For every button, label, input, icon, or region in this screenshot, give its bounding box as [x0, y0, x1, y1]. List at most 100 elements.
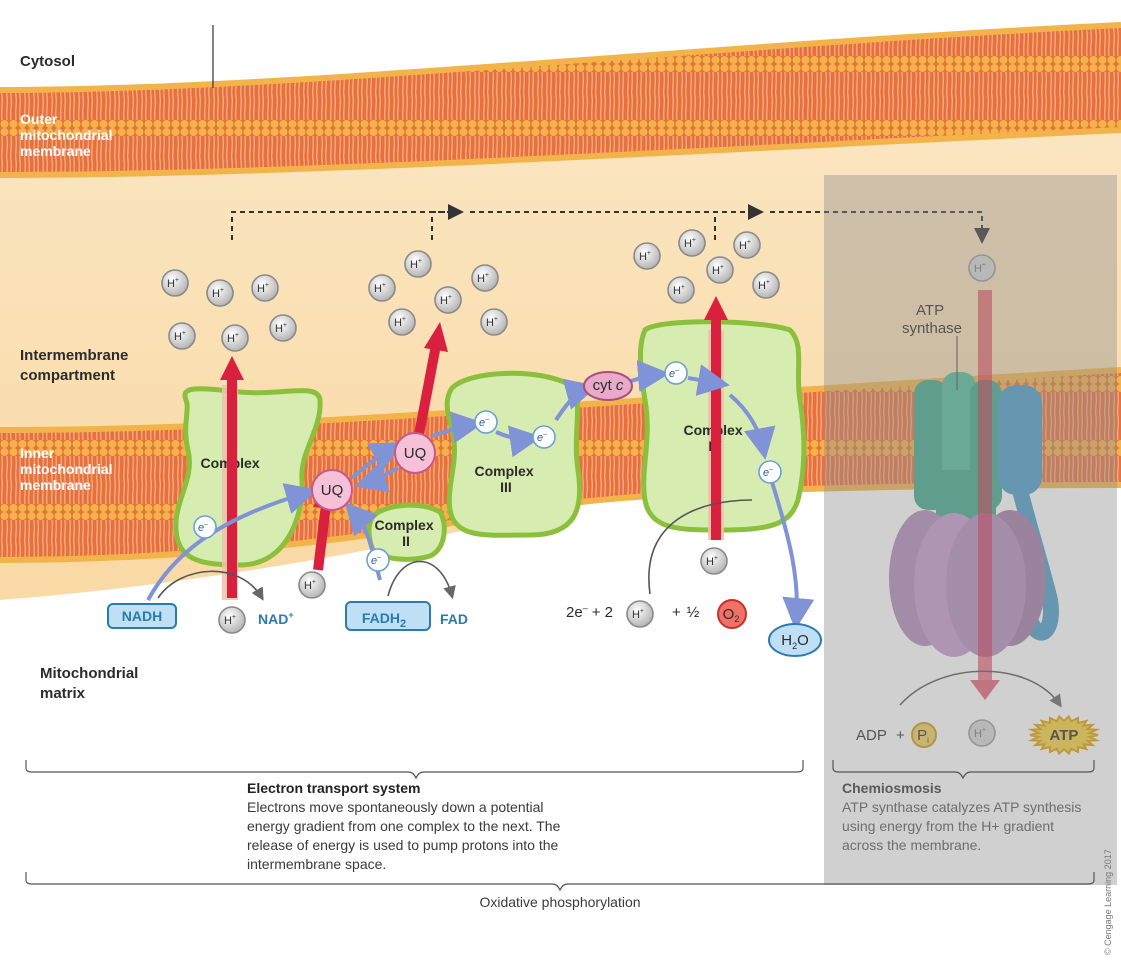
electrons: e–e–e–e–e–e–: [193, 361, 782, 572]
svg-text:H+: H+: [486, 316, 498, 329]
ets-bracket: [25, 760, 804, 780]
svg-text:UQ: UQ: [321, 482, 344, 499]
atp-synthase: [889, 290, 1059, 700]
svg-text:FADH2: FADH2: [362, 610, 406, 630]
svg-text:H+: H+: [712, 264, 724, 277]
electron-ball: e–: [664, 361, 688, 385]
complex-iii: Complex III: [444, 370, 583, 538]
h2o-molecule: H2O: [768, 623, 822, 657]
chemiosmosis-title: Chemiosmosis: [842, 780, 942, 796]
proton-ball: H+: [168, 322, 196, 350]
proton-ball: H+: [404, 250, 432, 278]
pi-molecule: Pi: [911, 722, 937, 748]
electron-ball: e–: [366, 548, 390, 572]
svg-text:H+: H+: [639, 250, 651, 263]
proton-ball: H+: [298, 571, 326, 599]
proton-ball: H+: [471, 264, 499, 292]
svg-text:NADH: NADH: [122, 608, 162, 624]
proton-ball: H+: [480, 308, 508, 336]
nad-label: NAD+: [258, 610, 294, 627]
electron-ball: e–: [758, 460, 782, 484]
label-intermembrane: Intermembrane compartment: [20, 347, 133, 384]
proton-ball: H+: [161, 269, 189, 297]
svg-text:H+: H+: [275, 322, 287, 335]
proton-ball: H+: [700, 547, 728, 575]
svg-text:UQ: UQ: [404, 445, 427, 462]
svg-text:e–: e–: [537, 431, 547, 444]
label-matrix: Mitochondrial matrix: [40, 665, 143, 702]
proton-ball: H+: [206, 279, 234, 307]
proton-ball: H+: [633, 242, 661, 270]
svg-text:H+: H+: [974, 727, 986, 740]
reaction-arrows: [157, 499, 753, 601]
svg-text:H+: H+: [374, 282, 386, 295]
proton-ball: H+: [221, 324, 249, 352]
svg-text:e–: e–: [371, 554, 381, 567]
label-cytosol: Cytosol: [20, 53, 75, 70]
svg-text:e–: e–: [198, 521, 208, 534]
svg-text:Pi: Pi: [917, 727, 929, 745]
nadh-box: NADH: [107, 603, 177, 629]
proton-ball: H+: [968, 719, 996, 747]
svg-text:Complex II: Complex II: [374, 517, 437, 549]
electron-ball: e–: [193, 515, 217, 539]
svg-text:H+: H+: [167, 277, 179, 290]
svg-text:H+: H+: [212, 287, 224, 300]
proton-ball: H+: [706, 256, 734, 284]
svg-text:Complex III: Complex III: [474, 463, 537, 495]
svg-text:e–: e–: [669, 367, 679, 380]
svg-text:H+: H+: [632, 608, 644, 621]
chemiosmosis-overlay: [824, 175, 1117, 885]
svg-text:H+: H+: [440, 294, 452, 307]
proton-ball: H+: [968, 254, 996, 282]
svg-text:H+: H+: [257, 282, 269, 295]
svg-text:H+: H+: [684, 237, 696, 250]
svg-text:cyt c: cyt c: [593, 377, 624, 394]
label-outer-membrane: Outer mitochondrial membrane: [20, 111, 116, 159]
svg-text:H+: H+: [477, 272, 489, 285]
svg-text:e–: e–: [763, 466, 773, 479]
atp-synthase-label: ATP synthase: [902, 302, 962, 337]
svg-text:H+: H+: [227, 332, 239, 345]
svg-text:H+: H+: [673, 284, 685, 297]
proton-ball: H+: [368, 274, 396, 302]
proton-ball: H+: [388, 308, 416, 336]
proton-ball: H+: [269, 314, 297, 342]
fadh2-box: FADH2: [345, 601, 431, 631]
cytc-carrier: cyt c: [583, 371, 633, 401]
svg-text:O2: O2: [723, 606, 740, 624]
svg-text:H+: H+: [304, 579, 316, 592]
ets-body: Electrons move spontaneously down a pote…: [247, 799, 564, 872]
svg-text:H+: H+: [706, 555, 718, 568]
svg-text:H+: H+: [974, 262, 986, 275]
fad-label: FAD: [440, 611, 468, 627]
atp-burst: ATP: [1027, 714, 1101, 756]
proton-ball: H+: [626, 600, 654, 628]
o2-molecule: O2: [717, 599, 747, 629]
outer-membrane: [0, 25, 1121, 175]
ets-title: Electron transport system: [247, 780, 421, 796]
credit-text: © Cengage Learning 2017: [1103, 849, 1113, 955]
electron-ball: e–: [532, 425, 556, 449]
equation-2e: 2e–+ 2: [566, 603, 613, 621]
proton-flow-dashed-5: [770, 211, 990, 244]
complex-ii: Complex II: [366, 502, 447, 562]
adp-label: ADP: [856, 727, 887, 744]
svg-text:H+: H+: [224, 614, 236, 627]
chemiosmosis-bracket: [832, 760, 1095, 780]
proton-ball: H+: [752, 271, 780, 299]
oxphos-label: Oxidative phosphorylation: [479, 894, 640, 910]
svg-text:H+: H+: [174, 330, 186, 343]
proton-ball: H+: [251, 274, 279, 302]
proton-ball: H+: [218, 606, 246, 634]
uq-carrier-1: UQ: [311, 469, 353, 511]
svg-text:ATP: ATP: [1050, 727, 1079, 744]
svg-text:H+: H+: [410, 258, 422, 271]
proton-ball: H+: [733, 231, 761, 259]
label-inner-membrane: Inner mitochondrial membrane: [20, 445, 116, 493]
equation-plus-half: +½: [672, 604, 700, 621]
proton-ball: H+: [667, 276, 695, 304]
proton-ball: H+: [678, 229, 706, 257]
